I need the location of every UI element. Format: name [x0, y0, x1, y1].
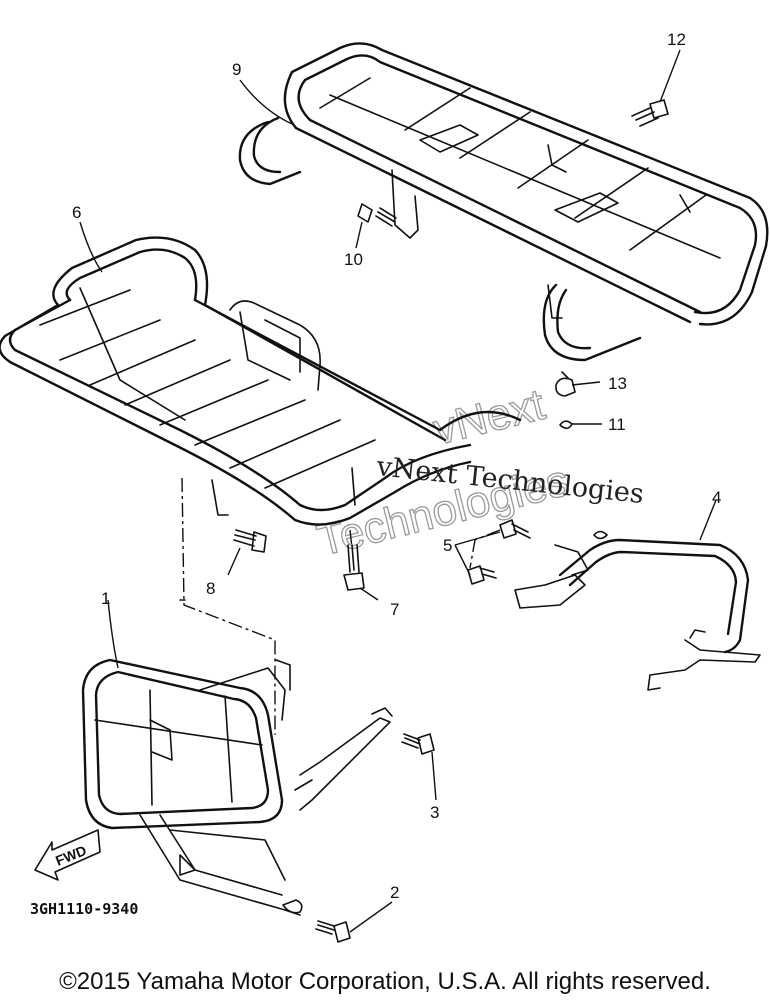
- stay-bracket-part-4: [514, 530, 761, 691]
- callout-8: 8: [206, 579, 215, 598]
- bolt-10: [357, 203, 397, 227]
- clamp-13: [555, 371, 576, 397]
- copyright-notice: ©2015 Yamaha Motor Corporation, U.S.A. A…: [59, 968, 711, 995]
- callout-labels: 9 12 10 6 13 11 4 5 8 7 1 3 2: [72, 30, 721, 902]
- watermark-vnext-outline: vNext: [429, 380, 550, 455]
- bolt-2: [315, 920, 351, 943]
- front-carrier-part-6: [0, 236, 522, 526]
- callout-9: 9: [232, 60, 241, 79]
- callout-4: 4: [712, 488, 721, 507]
- callout-6: 6: [72, 203, 81, 222]
- callout-11: 11: [608, 415, 626, 434]
- callout-5: 5: [443, 536, 452, 555]
- bolt-12: [631, 99, 669, 127]
- callout-1: 1: [101, 589, 110, 608]
- callout-3: 3: [430, 803, 439, 822]
- alignment-lines: [181, 477, 501, 735]
- fwd-arrow: FWD: [34, 829, 101, 881]
- bolt-8: [233, 529, 267, 553]
- leader-lines: [79, 49, 717, 933]
- front-bumper-part-1: [81, 599, 393, 916]
- rear-carrier-part-9: [238, 42, 769, 362]
- fasteners: [233, 99, 669, 943]
- bolt-7: [343, 544, 365, 591]
- callout-13: 13: [608, 374, 627, 393]
- bolts-5: [467, 519, 531, 585]
- callout-2: 2: [390, 883, 399, 902]
- nut-11: [559, 420, 573, 430]
- callout-12: 12: [667, 30, 686, 49]
- callout-7: 7: [390, 600, 399, 619]
- callout-10: 10: [344, 250, 363, 269]
- drawing-code: 3GH1110-9340: [30, 900, 138, 918]
- bolt-3: [401, 733, 435, 755]
